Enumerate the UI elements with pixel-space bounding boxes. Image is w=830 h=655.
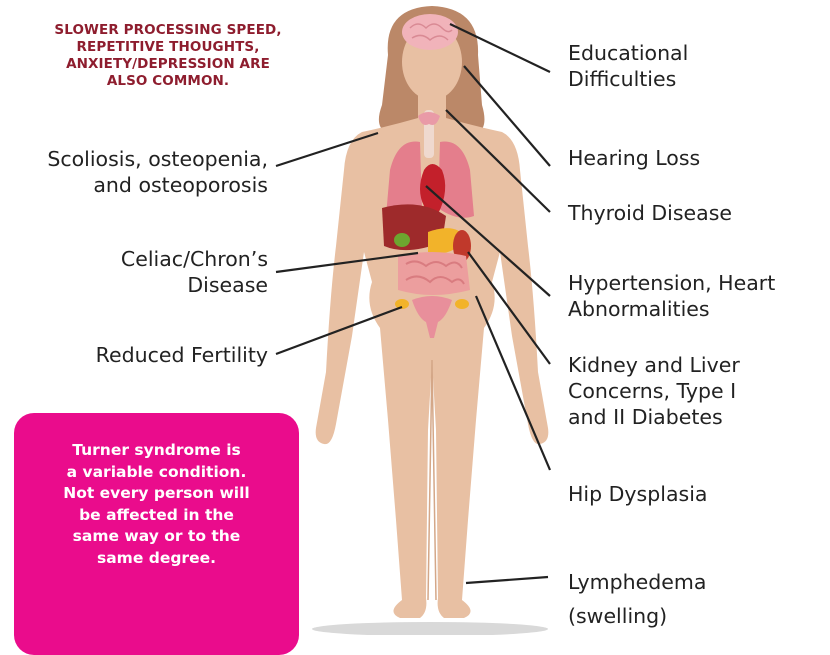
note-line: ANXIETY/DEPRESSION ARE bbox=[18, 56, 318, 73]
label-line: (swelling) bbox=[568, 599, 706, 633]
label-hearing: Hearing Loss bbox=[568, 145, 700, 171]
label-lymphedema: Lymphedema (swelling) bbox=[568, 565, 706, 633]
label-kidney: Kidney and Liver Concerns, Type I and II… bbox=[568, 352, 740, 430]
callout-line: Not every person will bbox=[14, 483, 299, 505]
cognitive-note: SLOWER PROCESSING SPEED, REPETITIVE THOU… bbox=[18, 22, 318, 90]
label-line: Kidney and Liver bbox=[568, 352, 740, 378]
label-line: Disease bbox=[121, 272, 268, 298]
callout-line: be affected in the bbox=[14, 505, 299, 527]
callout-line: same degree. bbox=[14, 548, 299, 570]
label-line: Lymphedema bbox=[568, 565, 706, 599]
gallbladder bbox=[394, 233, 410, 247]
label-line: and osteoporosis bbox=[47, 172, 268, 198]
intestines bbox=[398, 252, 470, 295]
right-ovary bbox=[455, 299, 469, 309]
label-line: Educational bbox=[568, 40, 688, 66]
variability-callout-text: Turner syndrome is a variable condition.… bbox=[14, 440, 299, 569]
note-line: ALSO COMMON. bbox=[18, 73, 318, 90]
label-line: Hip Dysplasia bbox=[568, 481, 707, 507]
label-hypertension: Hypertension, Heart Abnormalities bbox=[568, 270, 775, 322]
label-celiac: Celiac/Chron’s Disease bbox=[121, 246, 268, 298]
callout-line: Turner syndrome is bbox=[14, 440, 299, 462]
label-line: Concerns, Type I bbox=[568, 378, 740, 404]
label-line: Thyroid Disease bbox=[568, 200, 732, 226]
label-line: Difficulties bbox=[568, 66, 688, 92]
label-line: Celiac/Chron’s bbox=[121, 246, 268, 272]
label-line: Reduced Fertility bbox=[96, 342, 268, 368]
floor-shadow bbox=[312, 622, 548, 635]
label-line: Abnormalities bbox=[568, 296, 775, 322]
label-scoliosis: Scoliosis, osteopenia, and osteoporosis bbox=[47, 146, 268, 198]
callout-line: a variable condition. bbox=[14, 462, 299, 484]
label-line: Scoliosis, osteopenia, bbox=[47, 146, 268, 172]
callout-line: same way or to the bbox=[14, 526, 299, 548]
label-thyroid: Thyroid Disease bbox=[568, 200, 732, 226]
turner-syndrome-infographic: SLOWER PROCESSING SPEED, REPETITIVE THOU… bbox=[0, 0, 830, 635]
label-fertility: Reduced Fertility bbox=[96, 342, 268, 368]
label-hip: Hip Dysplasia bbox=[568, 481, 707, 507]
label-educational: Educational Difficulties bbox=[568, 40, 688, 92]
label-line: Hypertension, Heart bbox=[568, 270, 775, 296]
leader-lymphedema bbox=[466, 577, 548, 583]
note-line: SLOWER PROCESSING SPEED, bbox=[18, 22, 318, 39]
label-line: and II Diabetes bbox=[568, 404, 740, 430]
label-line: Hearing Loss bbox=[568, 145, 700, 171]
note-line: REPETITIVE THOUGHTS, bbox=[18, 39, 318, 56]
